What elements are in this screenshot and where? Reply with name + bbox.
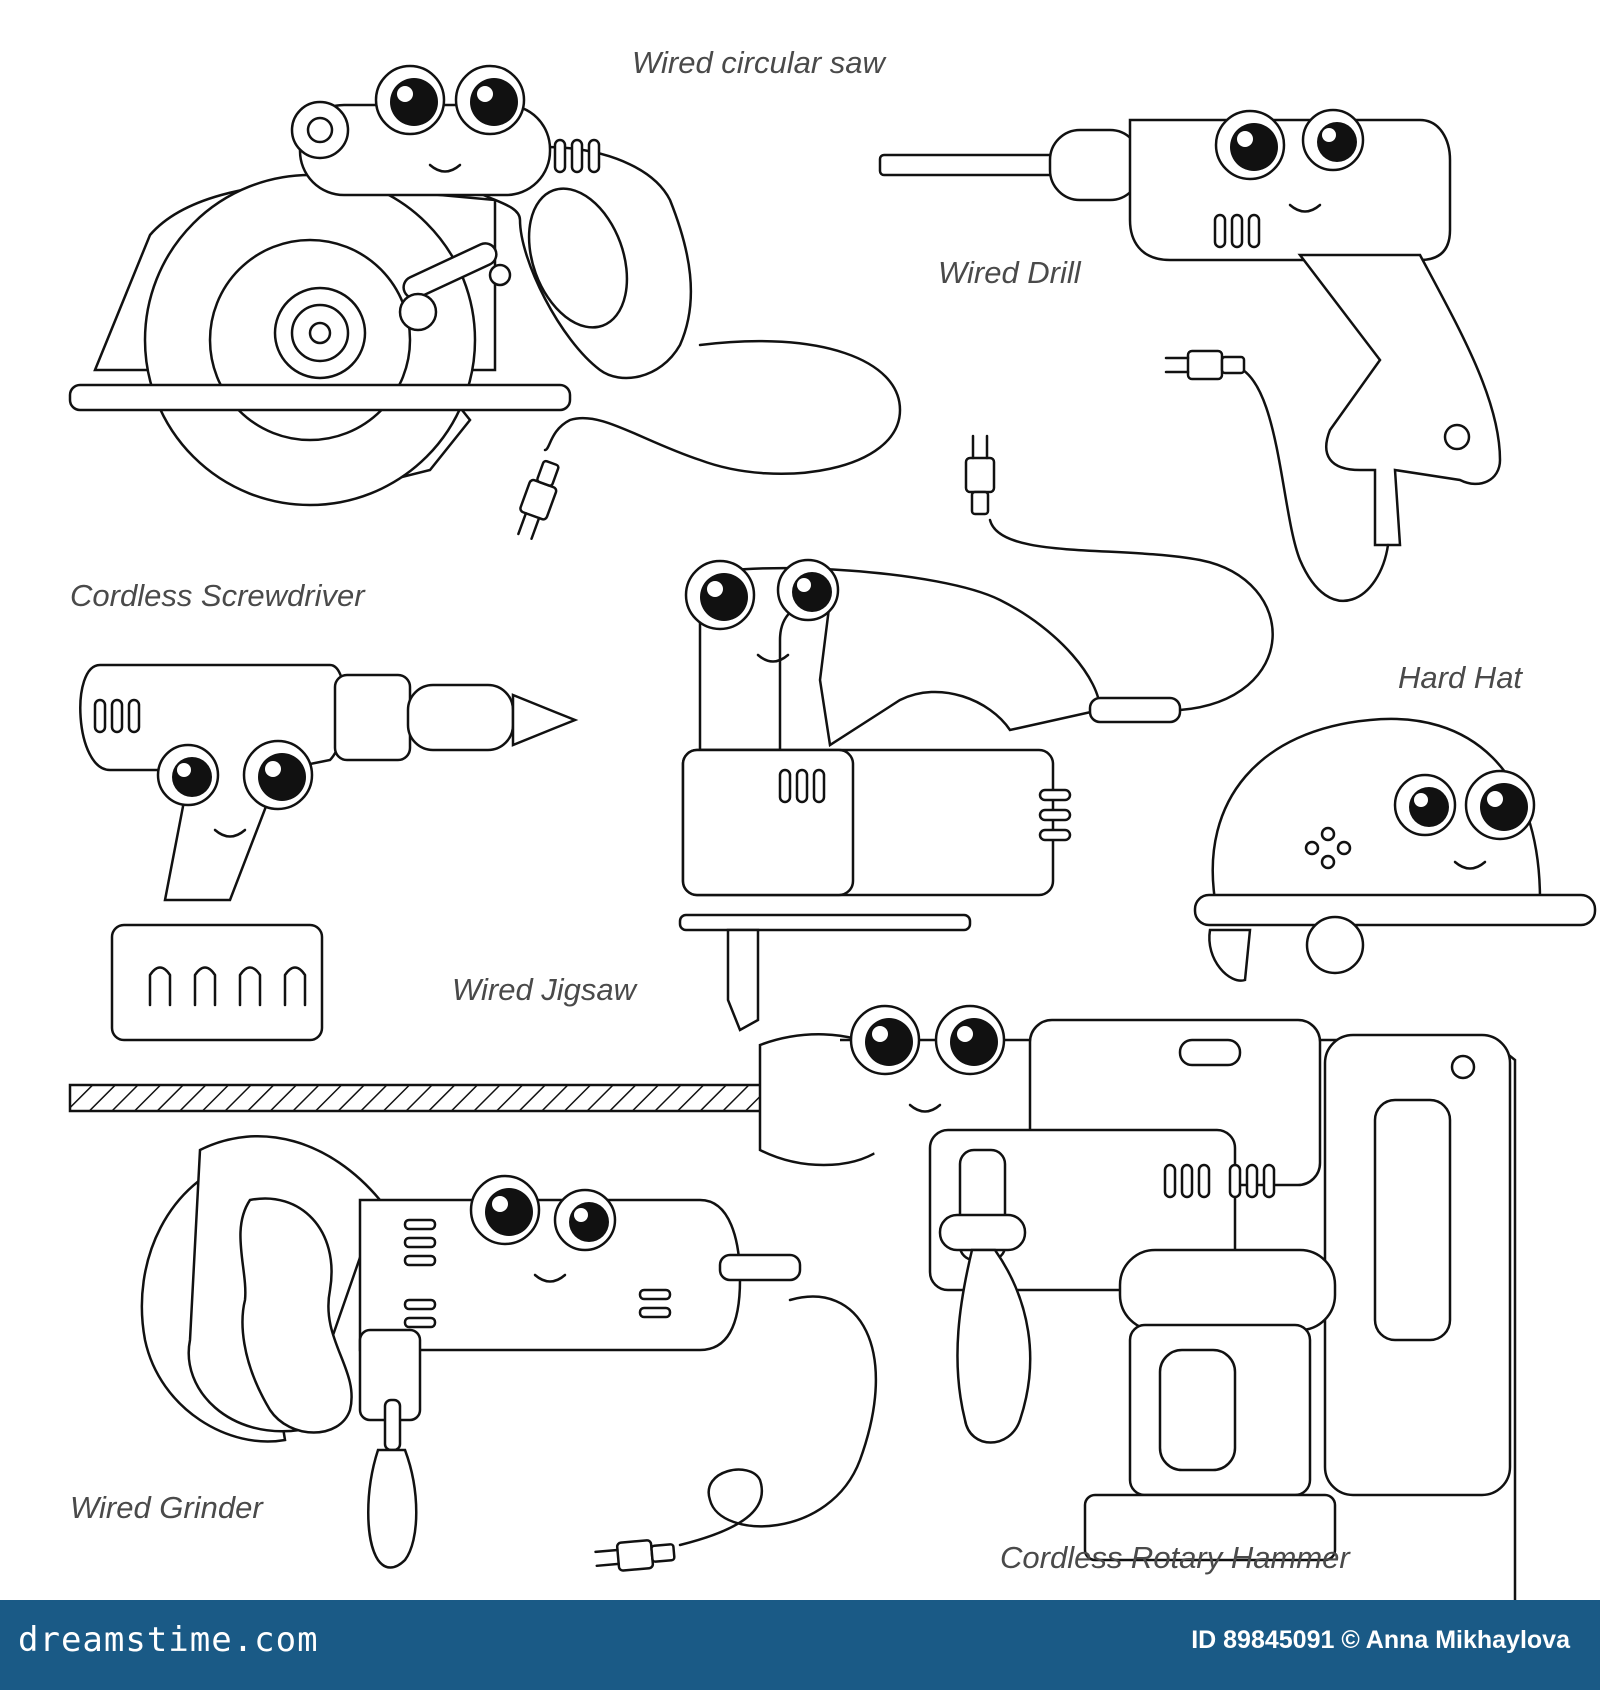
hard-hat-icon bbox=[1193, 717, 1597, 982]
brand-logo: dreamstime.com bbox=[18, 1620, 319, 1660]
credit-text: ID 89845091 © Anna Mikhaylova bbox=[1191, 1626, 1570, 1654]
drill-icon bbox=[878, 108, 1502, 603]
jigsaw-icon bbox=[678, 558, 1182, 1032]
label-wired-jigsaw: Wired Jigsaw bbox=[452, 972, 637, 1007]
footer-bar: dreamstime.com ID 89845091 © Anna Mikhay… bbox=[0, 1600, 1600, 1690]
circular-saw-icon bbox=[68, 64, 902, 543]
label-hard-hat: Hard Hat bbox=[1398, 660, 1523, 695]
label-cordless-screwdriver: Cordless Screwdriver bbox=[70, 578, 365, 613]
jigsaw-cord bbox=[964, 434, 1274, 712]
label-wired-drill: Wired Drill bbox=[938, 255, 1081, 290]
label-cordless-rotary-hammer: Cordless Rotary Hammer bbox=[1000, 1540, 1350, 1575]
rotary-hammer-icon bbox=[68, 1004, 1517, 1600]
screwdriver-icon bbox=[79, 663, 579, 1042]
label-wired-grinder: Wired Grinder bbox=[70, 1490, 263, 1525]
grinder-icon bbox=[140, 1135, 878, 1575]
label-wired-circular-saw: Wired circular saw bbox=[632, 45, 885, 80]
tools-coloring-illustration bbox=[68, 64, 1597, 1600]
